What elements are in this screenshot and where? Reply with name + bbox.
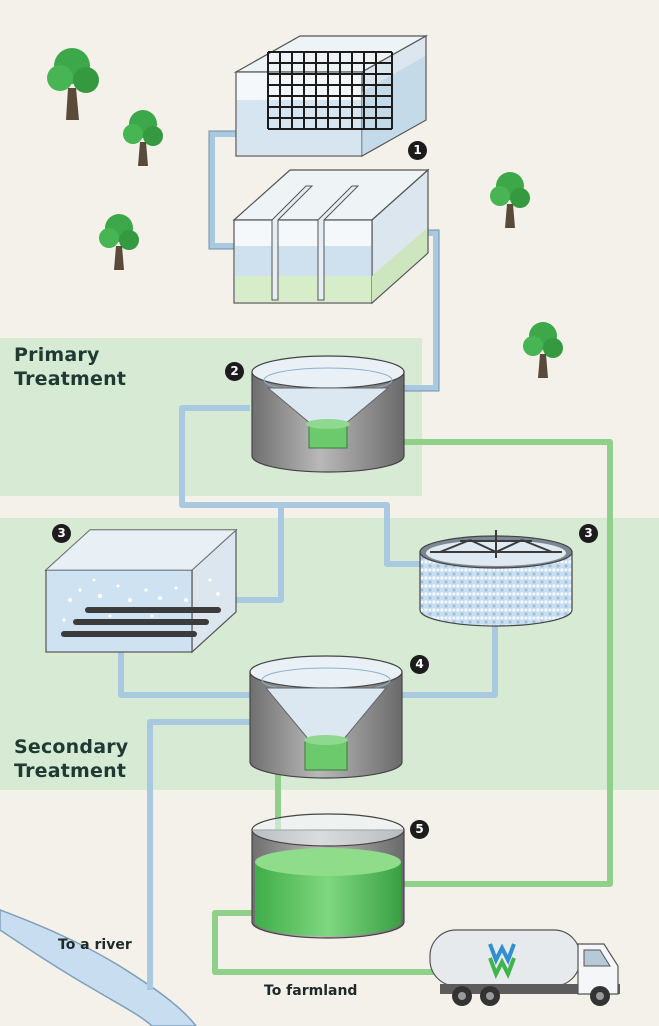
screen-grid <box>267 51 393 130</box>
grit-chamber <box>232 168 430 305</box>
river-label: To a river <box>58 937 132 953</box>
primary-clarifier <box>251 355 405 473</box>
farmland-label: To farmland <box>264 983 358 999</box>
tree-icon <box>490 172 530 228</box>
primary-label-line1: Primary <box>14 344 100 366</box>
primary-label-line2: Treatment <box>14 368 127 390</box>
stage-3b-badge: 3 <box>579 524 598 543</box>
tree-icon <box>523 322 563 378</box>
stage-5-badge: 5 <box>410 820 429 839</box>
aeration-pipes <box>61 607 221 637</box>
sludge-digester <box>251 813 405 939</box>
tree-icon <box>47 48 99 120</box>
river <box>0 909 197 1026</box>
primary-treatment-label: Primary Treatment <box>14 343 126 391</box>
stage-2-badge: 2 <box>225 362 244 381</box>
sludge-tanker-truck <box>429 929 620 1006</box>
stage-4-badge: 4 <box>410 655 429 674</box>
aeration-tank <box>44 528 238 654</box>
screening-tank <box>233 34 429 158</box>
rotating-distributor <box>430 530 562 558</box>
stage-1-badge: 1 <box>408 141 427 160</box>
truck-logo-icon <box>488 943 516 979</box>
secondary-clarifier <box>249 655 403 779</box>
secondary-label-line2: Treatment <box>14 760 127 782</box>
trickling-filter <box>419 530 573 627</box>
secondary-label-line1: Secondary <box>14 736 129 758</box>
tree-icon <box>123 110 163 166</box>
tree-icon <box>99 214 139 270</box>
secondary-treatment-label: Secondary Treatment <box>14 735 128 783</box>
stage-3a-badge: 3 <box>52 524 71 543</box>
air-bubbles <box>62 578 220 622</box>
